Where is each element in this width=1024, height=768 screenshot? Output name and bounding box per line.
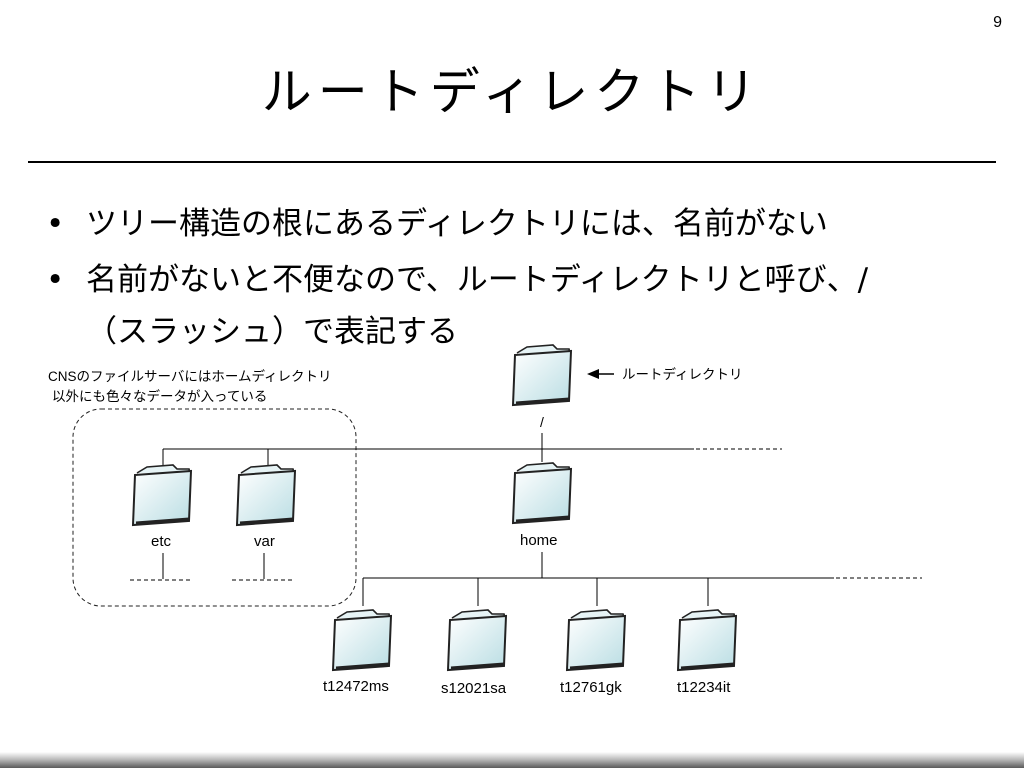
etc-folder-icon [131,463,193,527]
user-folder-label: t12472ms [323,678,389,695]
annotation-line-2: 以外にも色々なデータが入っている [52,388,267,404]
user-folder-label: t12234it [677,679,731,696]
callout-arrowhead-icon [587,369,599,379]
user-folder-icon [331,608,393,672]
bullet-text-continued: （スラッシュ）で表記する [86,314,458,350]
bullet-list: • ツリー構造の根にあるディレクトリには、名前がない • 名前がないと不便なので… [46,196,986,356]
bullet-dot-icon: • [46,262,65,298]
home-label: home [520,532,558,549]
bullet-dot-icon: • [46,206,65,242]
var-folder-icon [235,463,297,527]
user-folder-label: s12021sa [441,680,507,697]
root-folder-icon [511,343,573,407]
home-folder-icon [511,461,573,525]
user-folder-icon [565,608,627,672]
user-folder-icon [676,608,738,672]
directory-tree-diagram: CNSのファイルサーバにはホームディレクトリ 以外にも色々なデータが入っている … [48,343,922,697]
user-folder-icon [446,608,508,672]
annotation-box [72,408,357,607]
slide-bottom-shadow [0,752,1024,768]
root-callout-label: ルートディレクトリ [622,366,743,382]
title-divider [28,161,996,163]
annotation-line-1: CNSのファイルサーバにはホームディレクトリ [48,368,332,384]
var-label: var [254,533,275,550]
etc-label: etc [151,533,172,550]
bullet-item: • ツリー構造の根にあるディレクトリには、名前がない [46,196,986,252]
page-number: 9 [993,14,1002,31]
root-label: / [540,414,544,430]
bullet-item: • 名前がないと不便なので、ルートディレクトリと呼び、/ （スラッシュ）で表記す… [46,252,986,356]
bullet-text: 名前がないと不便なので、ルートディレクトリと呼び、/ [86,262,869,298]
slide-title: ルートディレクトリ [261,63,763,121]
user-folder-label: t12761gk [560,679,622,696]
bullet-text: ツリー構造の根にあるディレクトリには、名前がない [86,206,828,242]
